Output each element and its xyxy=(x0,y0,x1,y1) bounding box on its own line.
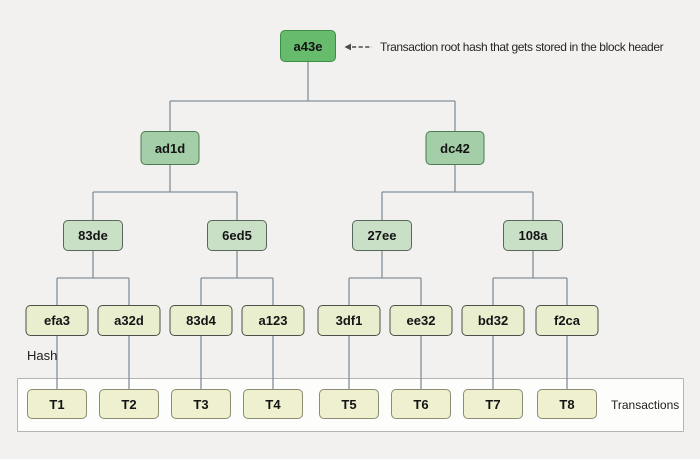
internal-hash-node-1: dc42 xyxy=(425,131,485,165)
transaction-node-1: T2 xyxy=(99,389,159,419)
transaction-node-0: T1 xyxy=(27,389,87,419)
transaction-node-6: T7 xyxy=(463,389,523,419)
leaf-hash-node-4: 3df1 xyxy=(317,305,381,336)
root-hash-node: a43e xyxy=(280,30,336,62)
leaf-hash-node-6: bd32 xyxy=(461,305,525,336)
root-annotation-text: Transaction root hash that gets stored i… xyxy=(380,40,664,54)
root-annotation: Transaction root hash that gets stored i… xyxy=(344,40,664,54)
dashed-arrow-left-icon xyxy=(344,43,372,51)
leaf-hash-node-1: a32d xyxy=(97,305,161,336)
hash-row-label: Hash xyxy=(27,348,58,363)
transaction-node-2: T3 xyxy=(171,389,231,419)
internal-hash-node-2: 27ee xyxy=(352,220,412,251)
transaction-node-5: T6 xyxy=(391,389,451,419)
leaf-hash-node-5: ee32 xyxy=(389,305,453,336)
internal-hash-node-0: 83de xyxy=(63,220,123,251)
leaf-hash-node-7: f2ca xyxy=(535,305,599,336)
internal-hash-node-1: 6ed5 xyxy=(207,220,267,251)
internal-hash-node-0: ad1d xyxy=(140,131,200,165)
transactions-row-label: Transactions xyxy=(611,398,680,412)
leaf-hash-node-0: efa3 xyxy=(25,305,89,336)
connector-path xyxy=(56,62,568,389)
transaction-node-4: T5 xyxy=(319,389,379,419)
leaf-hash-node-3: a123 xyxy=(241,305,305,336)
transaction-node-7: T8 xyxy=(537,389,597,419)
internal-hash-node-3: 108a xyxy=(503,220,563,251)
leaf-hash-node-2: 83d4 xyxy=(169,305,233,336)
transaction-node-3: T4 xyxy=(243,389,303,419)
